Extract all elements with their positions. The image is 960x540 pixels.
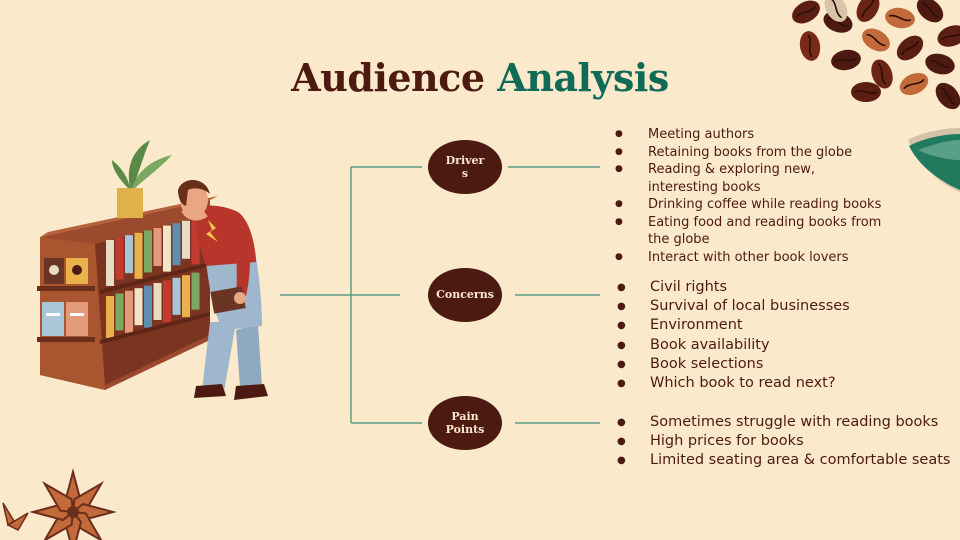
list-item: Survival of local businesses (617, 297, 957, 316)
list-item: Interact with other book lovers (615, 249, 915, 267)
node-concerns-label: Concerns (436, 288, 494, 301)
list-item: Civil rights (617, 278, 957, 297)
node-concerns: Concerns (428, 268, 502, 322)
list-item: Book availability (617, 336, 957, 355)
list-item: Book selections (617, 355, 957, 374)
drivers-list: Meeting authors Retaining books from the… (615, 126, 915, 266)
list-item: Limited seating area & comfortable seats (617, 451, 957, 470)
pain-points-list: Sometimes struggle with reading books Hi… (617, 413, 957, 471)
list-item: High prices for books (617, 432, 957, 451)
list-item: Environment (617, 316, 957, 335)
list-item: Eating food and reading books from the g… (615, 214, 888, 249)
node-drivers-label-line-2: s (446, 167, 485, 180)
list-item: Which book to read next? (617, 374, 957, 393)
list-item: Meeting authors (615, 126, 915, 144)
concerns-list: Civil rights Survival of local businesse… (617, 278, 957, 393)
node-pain-points-label-line-2: Points (446, 423, 485, 436)
node-pain-points: Pain Points (428, 396, 502, 450)
list-item: Retaining books from the globe (615, 144, 915, 162)
list-item: Drinking coffee while reading books (615, 196, 915, 214)
list-item: Reading & exploring new, interesting boo… (615, 161, 838, 196)
node-pain-points-label-line-1: Pain (446, 410, 485, 423)
list-item: Sometimes struggle with reading books (617, 413, 957, 432)
node-drivers-label-line-1: Driver (446, 154, 485, 167)
node-drivers: Driver s (428, 140, 502, 194)
